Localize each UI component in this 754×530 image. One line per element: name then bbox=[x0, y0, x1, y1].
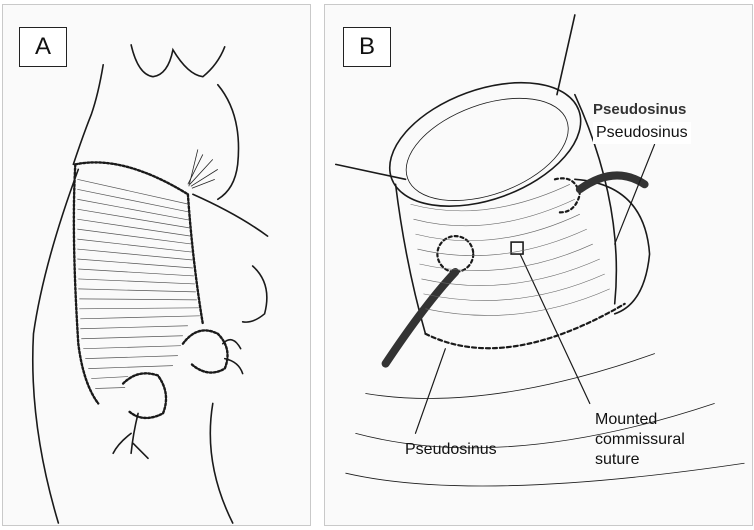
adventitia-tuft bbox=[187, 149, 218, 189]
callout-mounted-commissural-suture: Mounted commissural suture bbox=[595, 410, 715, 470]
panel-a-illustration bbox=[31, 44, 269, 524]
graft-right-edge bbox=[186, 193, 205, 325]
graft-right-side bbox=[574, 93, 618, 305]
coronary-vessel-right bbox=[575, 171, 649, 194]
stay-suture-left bbox=[334, 163, 407, 181]
arch-outline-left bbox=[72, 63, 105, 166]
coronary-vessel-right bbox=[221, 338, 244, 375]
commissural-mount bbox=[510, 241, 524, 255]
pseudosinus-bulge bbox=[574, 178, 651, 315]
coronary-button-left bbox=[121, 372, 168, 420]
outer-curve-left bbox=[31, 168, 80, 524]
coronary-vessel-left bbox=[112, 412, 149, 460]
body-outline-right-lower bbox=[241, 265, 268, 323]
panel-b-illustration bbox=[334, 14, 745, 487]
graft-left-edge bbox=[72, 163, 100, 405]
arch-outline-right bbox=[216, 83, 240, 201]
aortic-arch bbox=[130, 44, 226, 78]
stay-suture-top bbox=[556, 14, 576, 96]
coronary-button-right bbox=[181, 329, 229, 374]
outer-curve-right bbox=[209, 402, 234, 524]
callout-mounted-line3: suture bbox=[595, 451, 640, 468]
annulus-tissue bbox=[345, 353, 745, 487]
panel-b: B Pseudosinus Pseudosinus Pseudosinus Mo… bbox=[324, 4, 753, 526]
panel-a: A bbox=[2, 4, 311, 526]
leader-pseudosinus-top bbox=[614, 143, 656, 245]
callout-mounted-line1: Mounted bbox=[595, 411, 658, 428]
coronary-button-right bbox=[553, 177, 581, 214]
callout-mounted-line2: commissural bbox=[595, 431, 685, 448]
graft-bottom-suture bbox=[424, 302, 626, 350]
graft-top-suture bbox=[74, 161, 190, 196]
callout-pseudosinus-top: Pseudosinus bbox=[593, 122, 691, 144]
callout-pseudosinus-bottom: Pseudosinus bbox=[405, 441, 497, 458]
panel-a-label: A bbox=[19, 27, 67, 67]
graft-corrugations bbox=[410, 184, 610, 316]
leader-pseudosinus-bottom bbox=[414, 348, 446, 434]
graft-opening bbox=[388, 81, 582, 207]
panel-b-label: B bbox=[343, 27, 391, 67]
coronary-vessel-left bbox=[381, 267, 460, 368]
graft-corrugations bbox=[77, 178, 200, 389]
faded-heading: Pseudosinus bbox=[593, 101, 687, 115]
body-outline-right bbox=[192, 193, 269, 237]
graft-opening-inner bbox=[405, 97, 569, 201]
leader-mounted bbox=[519, 253, 591, 405]
